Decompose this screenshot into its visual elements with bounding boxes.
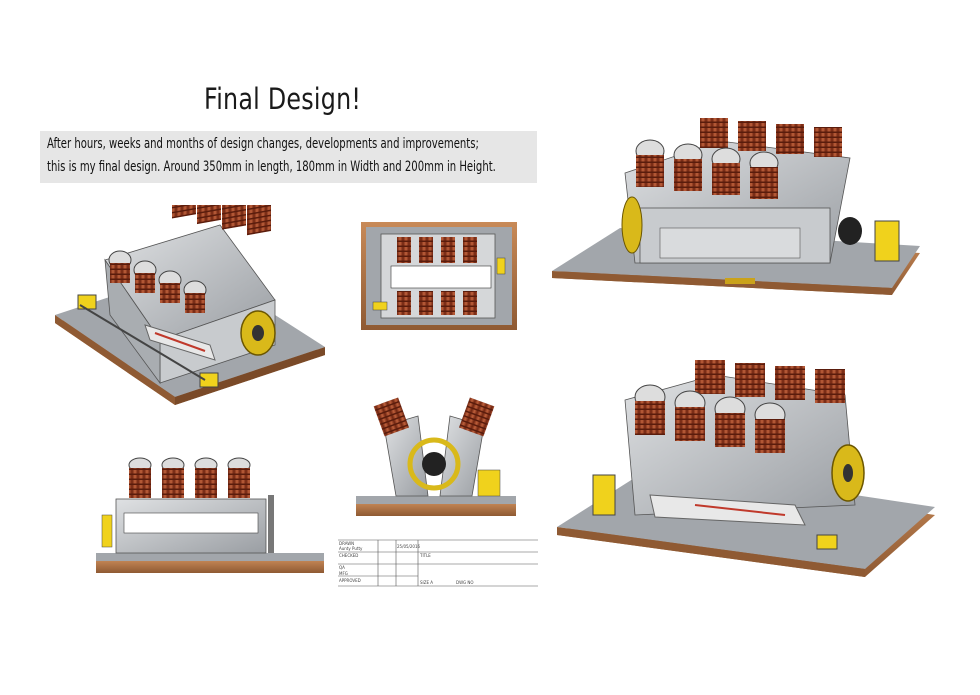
description-line-1: After hours, weeks and months of design …: [47, 136, 479, 152]
description-box: After hours, weeks and months of design …: [40, 131, 537, 183]
coil-row-back: [700, 118, 842, 157]
coil-row-front: [634, 384, 786, 453]
tb-dwg-label: DWG NO: [456, 580, 474, 585]
render-isometric-left: [55, 205, 325, 405]
tb-drawn-label: DRAWN: [339, 541, 355, 546]
flywheel: [240, 310, 276, 356]
render-side-view: [356, 397, 516, 516]
tb-date: 25/05/2016: [397, 544, 421, 549]
coil-row-front: [108, 250, 207, 313]
tb-checked-label: CHECKED: [339, 553, 359, 558]
tb-drawn-by: Aunty Putty: [339, 546, 363, 551]
page-title: Final Design!: [204, 82, 362, 116]
tb-qa-label: QA: [339, 565, 345, 570]
render-isometric-right-top: [552, 118, 920, 295]
tb-mfg-label: MFG: [339, 571, 348, 576]
render-isometric-right-bottom: [557, 360, 935, 577]
description-line-2: this is my final design. Around 350mm in…: [47, 159, 496, 175]
render-front-view: [96, 457, 324, 573]
coils-bottom: [397, 291, 477, 315]
coil-row-front: [635, 139, 779, 199]
coils-top: [397, 237, 477, 263]
tb-title-label: TITLE: [420, 553, 431, 558]
tb-size-label: SIZE A: [420, 580, 433, 585]
coils-front: [128, 457, 251, 498]
coil-row-back: [172, 205, 271, 236]
render-top-view: [361, 222, 517, 330]
coil-row-back: [695, 360, 845, 403]
crank-cylinder: [144, 324, 216, 361]
tb-approved-label: APPROVED: [339, 578, 361, 583]
drawing-title-block: DRAWN Aunty Putty 25/05/2016 CHECKED TIT…: [338, 536, 538, 588]
yellow-brackets: [77, 294, 219, 388]
